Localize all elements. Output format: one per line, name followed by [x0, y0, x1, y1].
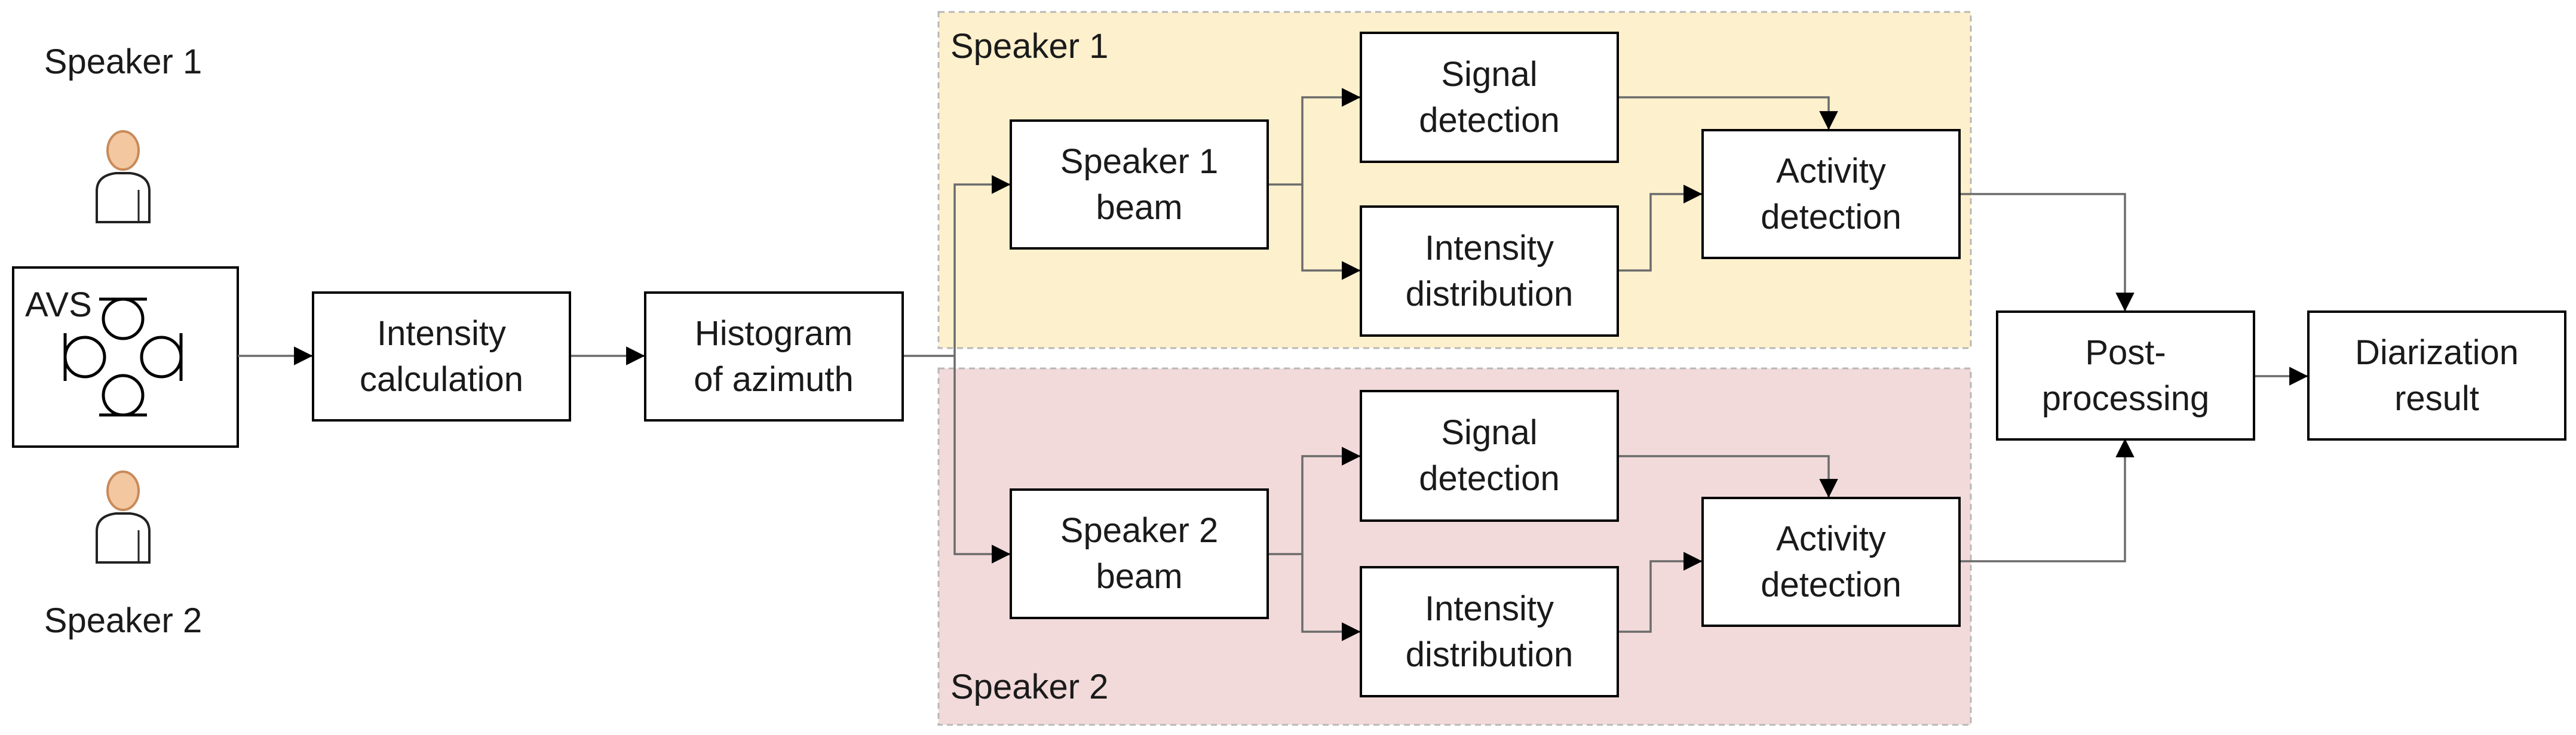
s2-beam-to-signal-arrow [1268, 447, 1361, 555]
microphone-array-icon [63, 297, 183, 417]
svg-text:distribution: distribution [1406, 275, 1573, 313]
svg-text:Histogram: Histogram [695, 314, 852, 353]
svg-text:result: result [2394, 379, 2479, 418]
svg-text:Activity: Activity [1776, 519, 1886, 558]
svg-text:Speaker 2: Speaker 2 [1060, 511, 1218, 550]
svg-text:detection: detection [1419, 459, 1559, 498]
svg-text:detection: detection [1761, 565, 1901, 604]
avs-label: AVS [25, 285, 92, 324]
svg-text:detection: detection [1761, 198, 1901, 236]
s1-signal-to-activity-arrow [1618, 96, 1838, 130]
svg-text:of azimuth: of azimuth [694, 360, 854, 399]
s2-signal-to-activity-arrow [1618, 455, 1838, 498]
person-icon [96, 130, 151, 223]
speaker1-label: Speaker 1 [44, 42, 202, 81]
intensity-calculation-block: Intensity calculation [312, 291, 571, 422]
svg-text:calculation: calculation [360, 360, 523, 399]
speaker1-signal-detection-block: Signal detection [1360, 32, 1619, 163]
svg-text:Speaker 1: Speaker 1 [1060, 142, 1218, 181]
s1-beam-to-intensity-arrow [1301, 184, 1361, 280]
svg-text:Activity: Activity [1776, 152, 1886, 190]
svg-text:Intensity: Intensity [1425, 229, 1554, 267]
svg-text:Post-: Post- [2085, 333, 2166, 372]
speaker2-region-title: Speaker 2 [950, 668, 1108, 706]
post-processing-block: Post- processing [1996, 310, 2255, 441]
speaker1-intensity-distribution-block: Intensity distribution [1360, 205, 1619, 337]
s1-activity-to-post-arrow [1959, 193, 2135, 312]
speaker1-activity-detection-block: Activity detection [1701, 129, 1961, 259]
svg-text:detection: detection [1419, 101, 1559, 140]
svg-text:Signal: Signal [1441, 413, 1537, 452]
s1-beam-to-signal-arrow [1268, 88, 1361, 186]
person-icon [96, 470, 151, 564]
s2-activity-to-post-arrow [1959, 438, 2135, 562]
svg-text:distribution: distribution [1406, 635, 1573, 674]
speaker2-label: Speaker 2 [44, 601, 202, 640]
svg-text:Signal: Signal [1441, 55, 1537, 94]
histogram-to-speaker2-beam-arrow [953, 356, 1011, 564]
speaker2-beam-block: Speaker 2 beam [1010, 488, 1269, 619]
svg-text:Intensity: Intensity [377, 314, 506, 353]
speaker1-region-title: Speaker 1 [950, 27, 1108, 66]
speaker2-signal-detection-block: Signal detection [1360, 390, 1619, 522]
histogram-to-speaker1-beam-arrow [953, 175, 1011, 356]
svg-text:Diarization: Diarization [2355, 333, 2519, 372]
speaker1-beam-block: Speaker 1 beam [1010, 119, 1269, 250]
svg-text:beam: beam [1096, 188, 1182, 227]
histogram-of-azimuth-block: Histogram of azimuth [644, 291, 904, 422]
avs-box [12, 266, 239, 448]
svg-text:beam: beam [1096, 557, 1182, 596]
s2-beam-to-intensity-arrow [1301, 554, 1361, 641]
s1-intensity-to-activity-arrow [1618, 184, 1703, 272]
speaker2-intensity-distribution-block: Intensity distribution [1360, 566, 1619, 697]
speaker2-activity-detection-block: Activity detection [1701, 497, 1961, 627]
s2-intensity-to-activity-arrow [1618, 552, 1703, 633]
svg-text:processing: processing [2042, 379, 2209, 418]
diarization-result-block: Diarization result [2307, 310, 2566, 441]
svg-text:Intensity: Intensity [1425, 589, 1554, 628]
